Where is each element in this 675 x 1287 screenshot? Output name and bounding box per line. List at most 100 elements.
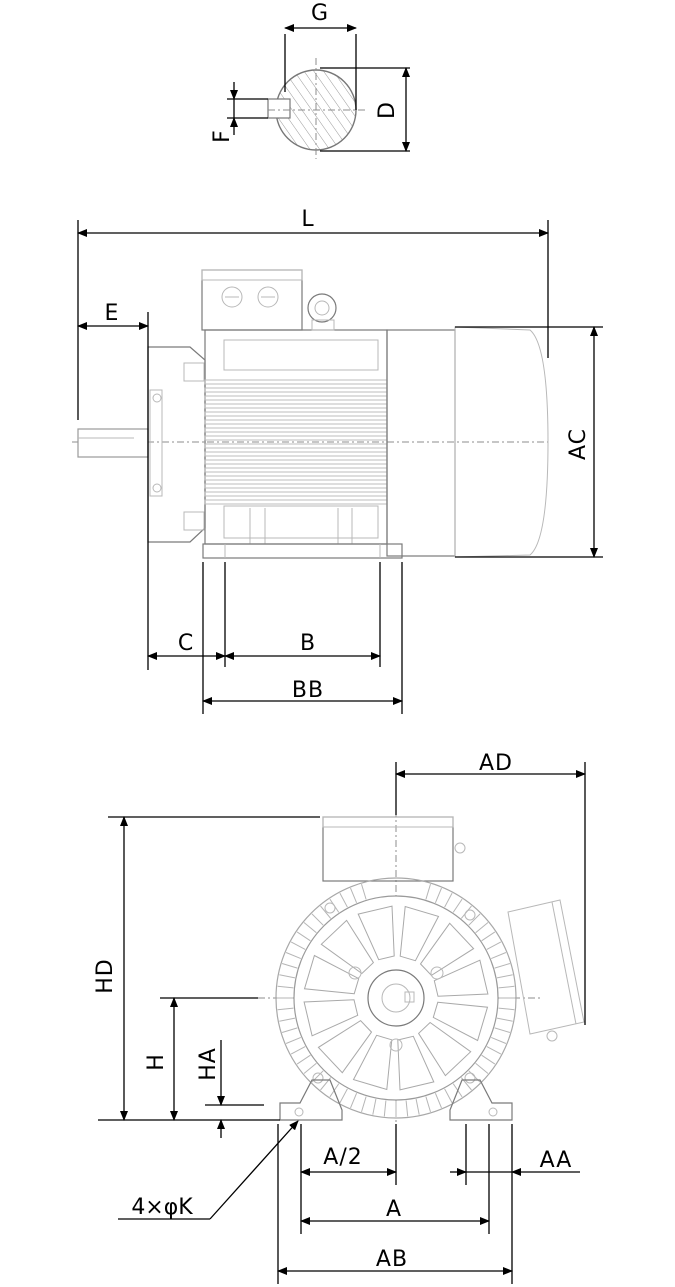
- label-f: F: [210, 129, 235, 143]
- shield-opening: [357, 905, 395, 961]
- radial-fin: [415, 1098, 420, 1115]
- label-d: D: [375, 101, 400, 119]
- radial-fin: [350, 887, 358, 903]
- front-bolt-top: [152, 393, 162, 403]
- radial-fin: [444, 1088, 453, 1104]
- radial-fin: [496, 974, 513, 979]
- front-terminal-box-lid: [322, 816, 454, 828]
- front-fin-ring-outer: [275, 877, 517, 1119]
- front-hub: [367, 969, 425, 1027]
- front-side-terminal-box-edge: [551, 901, 577, 1025]
- terminal-box: [201, 269, 303, 331]
- shield-opening: [397, 1035, 435, 1091]
- side-shaft: [77, 428, 149, 458]
- side-foot: [202, 543, 403, 559]
- radial-fin: [311, 913, 324, 926]
- cooling-fin: [204, 467, 388, 473]
- label-a2: A/2: [323, 1145, 362, 1170]
- front-bracket-top: [183, 362, 205, 382]
- radial-fin: [496, 1017, 513, 1022]
- cooling-fin: [204, 483, 388, 489]
- radial-fin: [350, 1093, 358, 1109]
- shield-opening: [417, 1021, 472, 1077]
- radial-fin: [303, 922, 317, 934]
- radial-fin: [281, 1027, 298, 1033]
- stator-frame: [204, 329, 388, 545]
- shield-opening: [303, 954, 360, 995]
- label-ac: AC: [566, 428, 591, 460]
- front-side-terminal-screw: [546, 1030, 558, 1042]
- front-shield-bolt-3: [389, 1038, 403, 1052]
- front-terminal-screw: [454, 842, 466, 854]
- radial-fin: [296, 931, 311, 942]
- front-side-terminal-box: [507, 899, 585, 1035]
- cooling-fin: [204, 491, 388, 497]
- radial-fin: [475, 1062, 489, 1074]
- shield-opening: [303, 999, 359, 1037]
- shaft-section-view: G D F: [210, 1, 410, 159]
- front-bracket-bottom: [183, 511, 205, 531]
- label-b: B: [300, 631, 316, 656]
- label-k: 4×φK: [131, 1195, 193, 1220]
- radial-fin: [468, 913, 481, 926]
- radial-fin: [425, 883, 431, 900]
- cooling-fin: [204, 403, 388, 409]
- k-leader-line: [209, 1120, 299, 1220]
- radial-fin: [481, 1054, 496, 1065]
- cooling-fin: [204, 451, 388, 457]
- front-foot-right: [449, 1079, 513, 1121]
- front-foot-left: [279, 1079, 343, 1121]
- radial-fin: [285, 952, 301, 960]
- label-l: L: [301, 207, 314, 232]
- front-frame-bolt-4: [464, 1072, 476, 1084]
- shield-opening: [432, 1001, 489, 1042]
- label-hd: HD: [93, 958, 118, 993]
- front-view: AD HD H HA A/2 AA A AB 4: [93, 751, 586, 1284]
- terminal-box-lid: [201, 269, 303, 281]
- lifting-eye-hole: [314, 300, 330, 316]
- cooling-fin: [204, 435, 388, 441]
- radial-fin: [486, 1046, 502, 1055]
- shield-opening: [433, 959, 489, 997]
- side-view: L E AC C B BB: [72, 207, 603, 714]
- radial-fin: [281, 963, 298, 969]
- radial-fin: [277, 1007, 294, 1011]
- shield-opening: [352, 1034, 393, 1091]
- cooling-fin: [204, 499, 388, 505]
- radial-fin: [296, 1054, 311, 1065]
- radial-fin: [361, 1096, 367, 1113]
- label-g: G: [311, 1, 329, 26]
- radial-fin: [481, 931, 496, 942]
- label-e: E: [105, 301, 120, 326]
- label-ha: HA: [196, 1047, 221, 1081]
- cooling-fin: [204, 459, 388, 465]
- radial-fin: [494, 1027, 511, 1033]
- radial-fin: [285, 1036, 301, 1044]
- fan-cover: [454, 326, 549, 558]
- cooling-fin: [204, 427, 388, 433]
- cooling-fin: [204, 395, 388, 401]
- front-shield-bolt-1: [348, 966, 362, 980]
- stator-bottom-plate: [223, 505, 379, 539]
- cable-gland-left: [221, 286, 243, 308]
- stator-top-plate: [223, 339, 379, 371]
- front-frame-bolt-2: [464, 909, 476, 921]
- lifting-eye: [307, 293, 337, 323]
- radial-fin: [361, 883, 367, 900]
- cooling-fin: [204, 475, 388, 481]
- radial-fin: [434, 887, 442, 903]
- front-foot-hole-right: [488, 1107, 498, 1117]
- shaft-keyway: [267, 98, 291, 119]
- shield-opening: [419, 922, 475, 977]
- radial-fin: [491, 952, 507, 960]
- radial-fin: [303, 1062, 317, 1074]
- cooling-fin: [204, 419, 388, 425]
- label-a: A: [386, 1197, 402, 1222]
- radial-fin: [372, 1098, 377, 1115]
- front-shaft-key: [404, 991, 415, 1003]
- label-h: H: [144, 1053, 169, 1071]
- radial-fin: [405, 1100, 409, 1117]
- label-aa: AA: [540, 1148, 573, 1173]
- radial-fin: [279, 1017, 296, 1022]
- front-frame-bolt-3: [312, 1072, 324, 1084]
